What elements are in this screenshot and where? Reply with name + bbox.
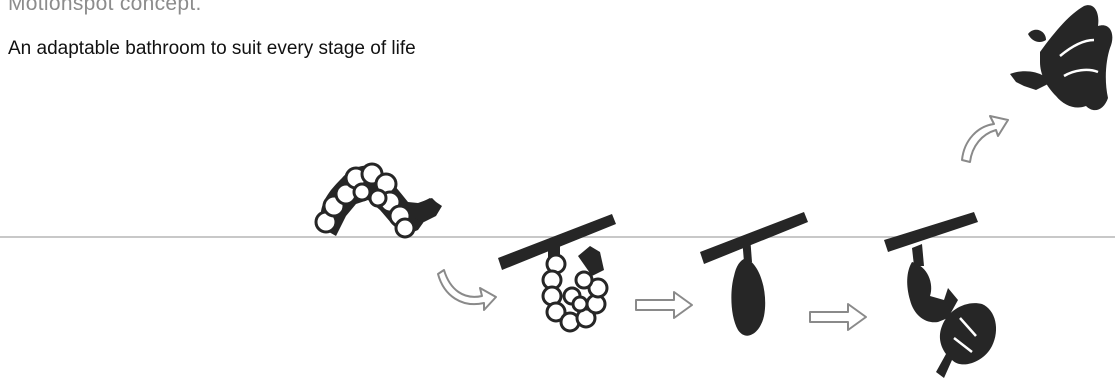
right-arrow-icon (636, 292, 692, 318)
right-arrow-icon (810, 304, 866, 330)
butterfly-icon (1010, 5, 1112, 110)
curved-arrow-icon (438, 270, 496, 310)
caterpillar-icon (316, 164, 442, 237)
curled-caterpillar-on-branch-icon (498, 214, 616, 331)
curved-up-arrow-icon (962, 116, 1008, 162)
chrysalis-on-branch-icon (700, 212, 808, 336)
